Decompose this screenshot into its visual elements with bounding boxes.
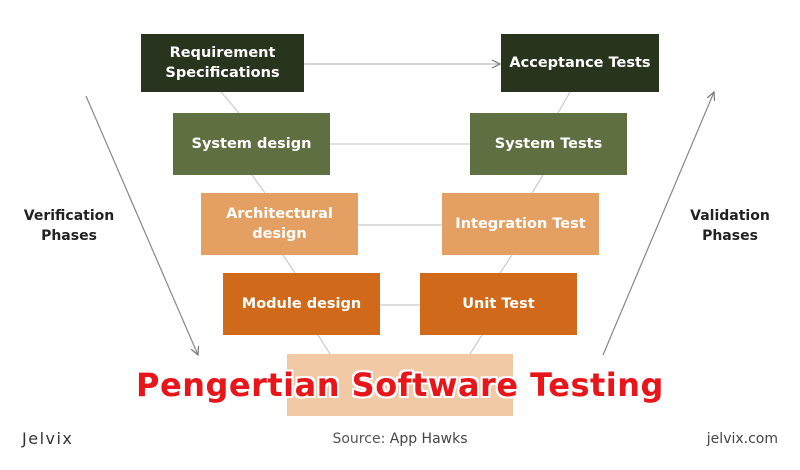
- overlay-title: Pengertian Software Testing: [136, 366, 664, 404]
- v-line-left-4: [317, 334, 331, 355]
- v-line-right-3: [499, 254, 513, 274]
- box-bottom-coding: [287, 354, 513, 416]
- box-requirement-specifications: Requirement Specifications: [141, 34, 304, 92]
- verification-arrow: [85, 95, 198, 355]
- footer-source: Source: App Hawks: [0, 431, 800, 447]
- verification-phases-label: Verification Phases: [4, 206, 134, 246]
- box-system-design-label: System design: [191, 136, 312, 152]
- source-name: App Hawks: [389, 431, 468, 447]
- verification-phases-text: Verification Phases: [23, 208, 115, 244]
- box-unit-test: Unit Test: [420, 273, 577, 335]
- box-architectural-design-label: Architectural design: [226, 206, 333, 242]
- v-line-right-4: [469, 334, 483, 355]
- box-architectural-design: Architectural design: [201, 193, 358, 255]
- v-line-left-3: [282, 254, 296, 274]
- box-integration-test: Integration Test: [442, 193, 599, 255]
- v-line-left-1: [220, 91, 240, 114]
- v-line-right-2: [531, 174, 544, 194]
- source-prefix: Source:: [332, 431, 386, 447]
- box-module-design: Module design: [223, 273, 380, 335]
- jelvix-logo: Jelvix: [22, 429, 74, 448]
- box-unit-test-label: Unit Test: [462, 296, 535, 312]
- box-system-design: System design: [173, 113, 330, 175]
- box-integration-test-label: Integration Test: [455, 216, 586, 232]
- validation-phases-text: Validation Phases: [690, 208, 770, 244]
- footer-url: jelvix.com: [706, 431, 778, 447]
- box-requirement-specifications-label: Requirement Specifications: [165, 45, 280, 81]
- validation-arrow: [602, 92, 714, 356]
- validation-phases-label: Validation Phases: [665, 206, 795, 246]
- box-system-tests: System Tests: [470, 113, 627, 175]
- box-acceptance-tests-label: Acceptance Tests: [509, 55, 651, 71]
- v-line-left-2: [251, 174, 266, 194]
- box-acceptance-tests: Acceptance Tests: [501, 34, 659, 92]
- box-module-design-label: Module design: [241, 296, 362, 312]
- v-line-right-1: [557, 91, 571, 114]
- box-system-tests-label: System Tests: [494, 136, 603, 152]
